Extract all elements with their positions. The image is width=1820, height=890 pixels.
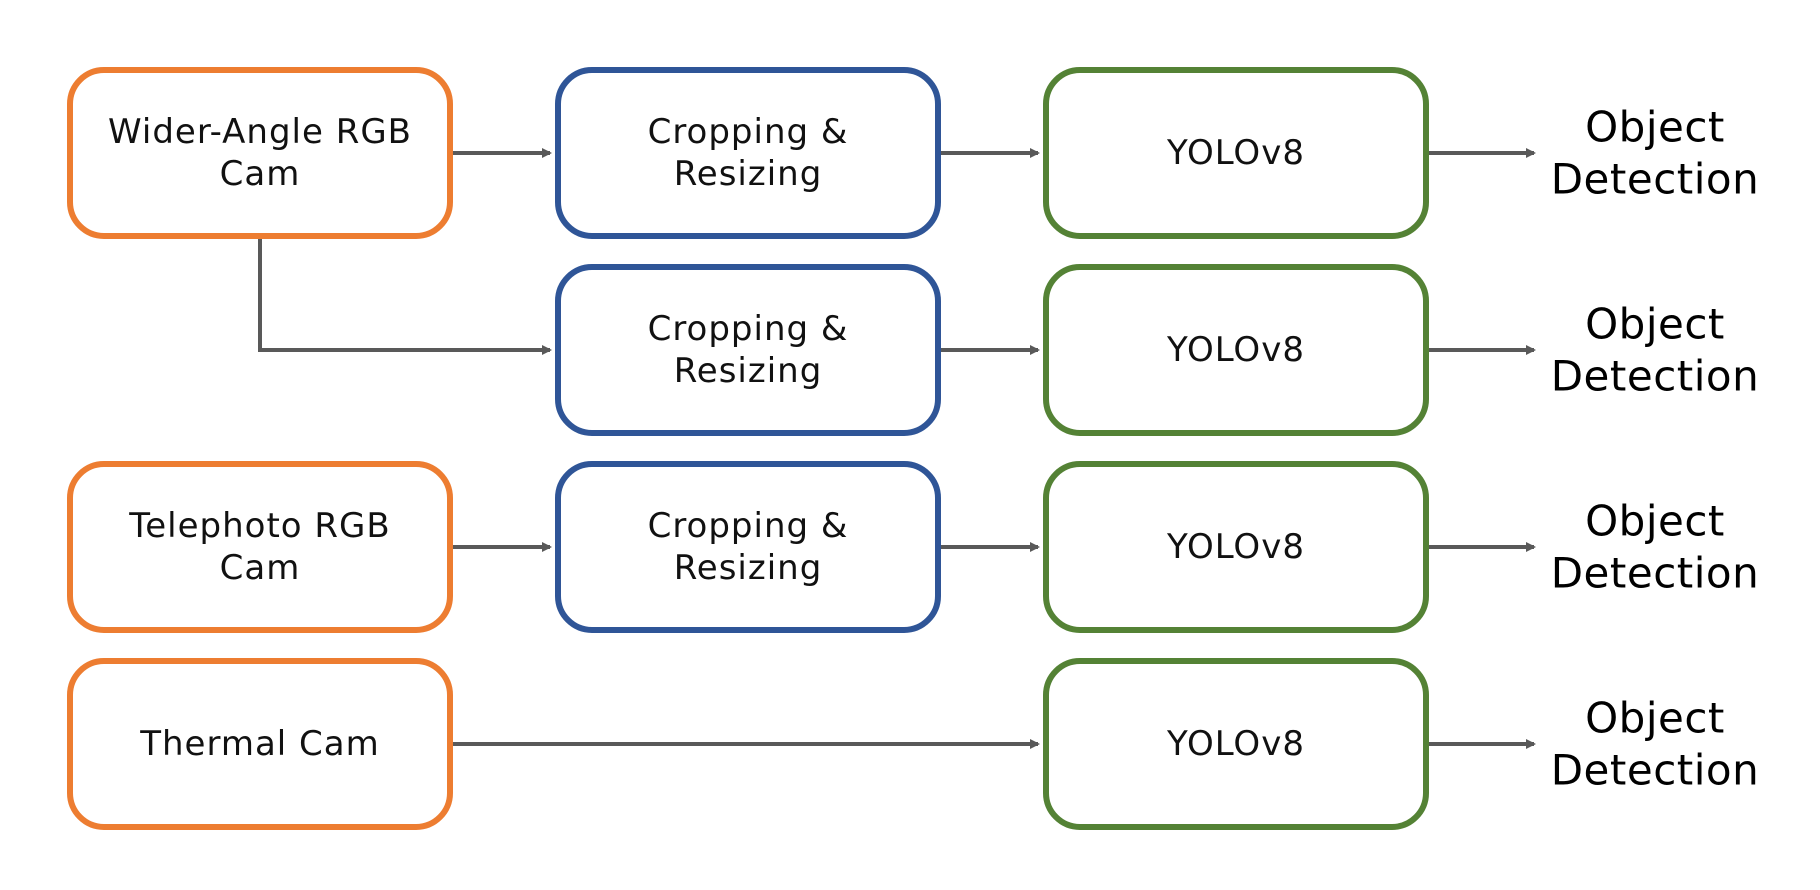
output-label-2-label-line-1: Object (1585, 300, 1725, 349)
camera-box-tele-border (67, 461, 453, 633)
connector-layer (258, 148, 1536, 749)
preprocess-box-1: Cropping &Resizing (555, 67, 941, 239)
output-label-3-label-line-1: Object (1585, 497, 1725, 546)
output-label-4-label-line-1: Object (1585, 694, 1725, 743)
preprocess-box-1-label-line-2: Resizing (674, 154, 823, 194)
output-label-1-label-line-1: Object (1585, 103, 1725, 152)
camera-box-thermal: Thermal Cam (67, 658, 453, 830)
model-box-4: YOLOv8 (1043, 658, 1429, 830)
preprocess-box-1-label-line-1: Cropping & (648, 112, 849, 152)
preprocess-box-3: Cropping &Resizing (555, 461, 941, 633)
preprocess-box-2-border (555, 264, 941, 436)
model-box-2-border (1043, 264, 1429, 436)
camera-box-tele-label-line-1: Telephoto RGB (128, 506, 390, 546)
preprocess-box-3-label-line-2: Resizing (674, 548, 823, 588)
preprocess-box-3-border (555, 461, 941, 633)
output-label-2-label-line-2: Detection (1551, 352, 1760, 401)
camera-box-thermal-border (67, 658, 453, 830)
model-box-1-label-line-1: YOLOv8 (1166, 133, 1305, 173)
model-box-4-border (1043, 658, 1429, 830)
preprocess-box-3-label-line-1: Cropping & (648, 506, 849, 546)
model-box-1-border (1043, 67, 1429, 239)
camera-box-tele-label-line-2: Cam (220, 548, 301, 588)
output-label-1-label-line-2: Detection (1551, 155, 1760, 204)
model-box-2: YOLOv8 (1043, 264, 1429, 436)
model-box-3-label-line-1: YOLOv8 (1166, 527, 1305, 567)
model-box-4-label-line-1: YOLOv8 (1166, 724, 1305, 764)
model-box-3-border (1043, 461, 1429, 633)
model-box-3: YOLOv8 (1043, 461, 1429, 633)
camera-box-thermal-label-line-1: Thermal Cam (139, 724, 380, 764)
model-box-2-label-line-1: YOLOv8 (1166, 330, 1305, 370)
camera-box-wide-border (67, 67, 453, 239)
preprocess-box-2-label-line-1: Cropping & (648, 309, 849, 349)
arrow-wide-to-preprocess-2 (258, 236, 552, 355)
camera-box-wide-label-line-1: Wider-Angle RGB (108, 112, 412, 152)
output-label-4-label-line-2: Detection (1551, 746, 1760, 795)
preprocess-box-2: Cropping &Resizing (555, 264, 941, 436)
model-box-1: YOLOv8 (1043, 67, 1429, 239)
camera-box-wide-label-line-2: Cam (220, 154, 301, 194)
preprocess-box-2-label-line-2: Resizing (674, 351, 823, 391)
output-label-3-label-line-2: Detection (1551, 549, 1760, 598)
preprocess-box-1-border (555, 67, 941, 239)
